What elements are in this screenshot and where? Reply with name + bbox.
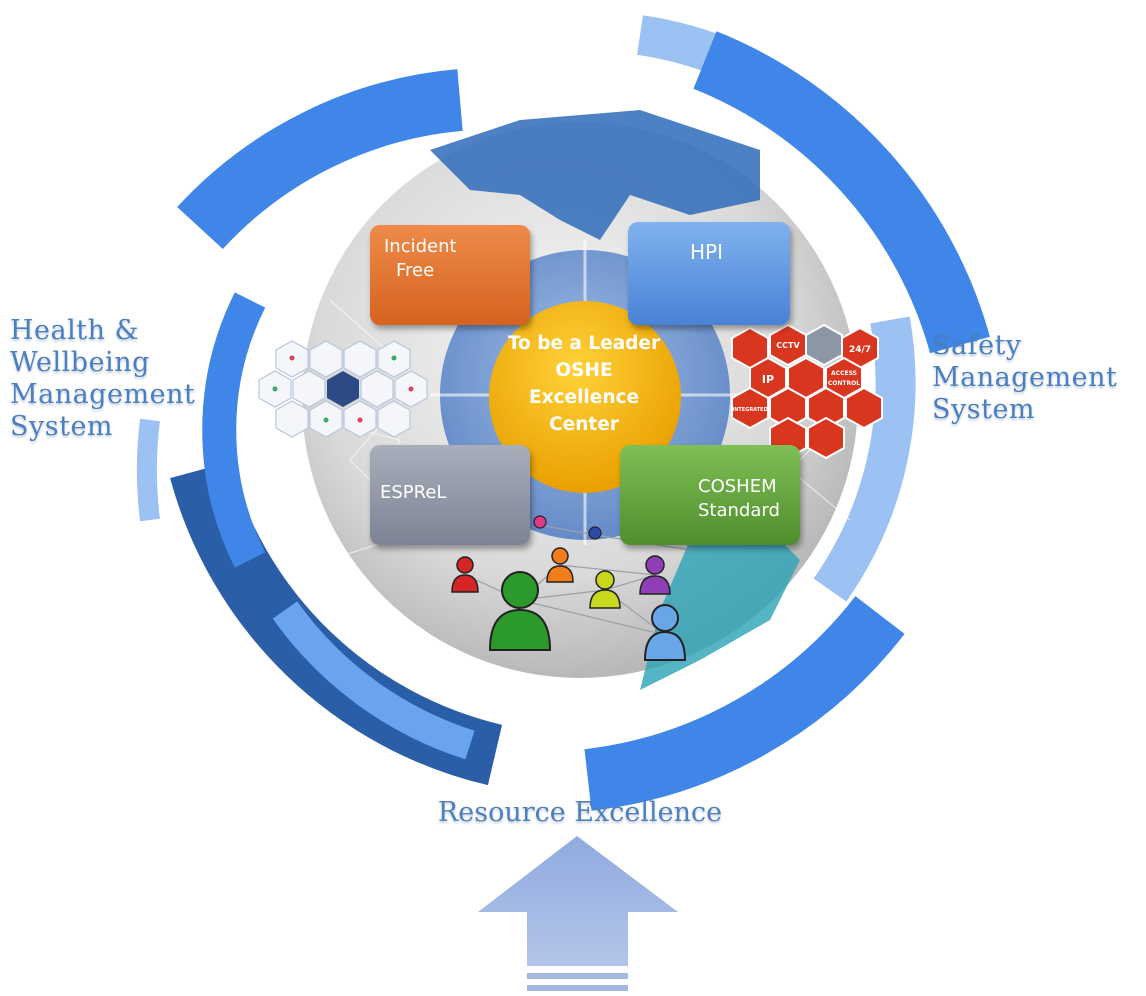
person-orange [546, 547, 574, 583]
center-line-4: Center [549, 414, 619, 435]
health-hex-center [327, 371, 359, 407]
health-label-line-2: Wellbeing [10, 347, 150, 378]
person-red [451, 556, 479, 593]
person-pink [533, 515, 547, 529]
security-label-access: ACCESS [831, 370, 857, 377]
center-line-2: OSHE [555, 360, 613, 381]
person-yellow [589, 570, 621, 609]
security-hex-photo [805, 323, 843, 367]
health-label-line-4: System [10, 411, 114, 442]
safety-label-line-2: Management [932, 362, 1118, 393]
person-navy [588, 526, 602, 540]
coshem-standard-box: COSHEM Standard [620, 445, 800, 545]
resource-arrow [478, 836, 678, 991]
incident-free-line-2: Free [396, 260, 435, 281]
safety-label-line-1: Safety [932, 330, 1022, 361]
ring-segment-left-bottom-light [272, 601, 475, 760]
security-label-cctv: CCTV [776, 341, 800, 350]
ring-segment-bottom-right [584, 595, 905, 811]
people-network [451, 515, 691, 661]
health-label-line-1: Health & [10, 315, 140, 346]
safety-label-line-3: System [932, 394, 1036, 425]
health-wellbeing-label: Health & Wellbeing Management System [10, 315, 195, 443]
person-green [488, 571, 552, 651]
security-label-control: CONTROL [828, 380, 860, 387]
continent-north-america [430, 110, 760, 240]
center-line-3: Excellence [529, 387, 639, 408]
center-line-1: To be a Leader [507, 333, 661, 354]
hpi-label: HPI [690, 240, 723, 264]
esprel-box: ESPReL [370, 445, 530, 545]
health-label-line-3: Management [10, 379, 196, 410]
arrow-base-line-2 [527, 985, 628, 991]
person-purple [639, 555, 671, 595]
health-hexagon-cluster [258, 340, 428, 438]
security-label-ip: IP [762, 373, 774, 386]
resource-excellence-label: Resource Excellence [437, 797, 723, 828]
coshem-line-1: COSHEM [698, 476, 777, 497]
esprel-label: ESPReL [380, 482, 447, 503]
ring-segment-left-inner [202, 292, 266, 568]
person-blue [643, 604, 687, 661]
ring-segment-left-outer [136, 418, 160, 522]
ring-segment-right-top [693, 31, 990, 354]
incident-free-line-1: Incident [384, 236, 457, 257]
coshem-line-2: Standard [698, 500, 780, 521]
arrow-base-line-1 [527, 973, 628, 979]
incident-free-box: Incident Free [370, 225, 530, 325]
ring-segment-right [813, 316, 916, 602]
center-title: To be a Leader OSHE Excellence Center [492, 330, 676, 438]
security-label-integrated: INTEGRATED [732, 407, 767, 413]
hpi-box: HPI [628, 222, 790, 325]
outer-ring [136, 15, 990, 811]
safety-management-label: Safety Management System [932, 330, 1117, 426]
security-label-247: 24/7 [849, 345, 871, 355]
ring-segment-top-left [177, 69, 464, 250]
